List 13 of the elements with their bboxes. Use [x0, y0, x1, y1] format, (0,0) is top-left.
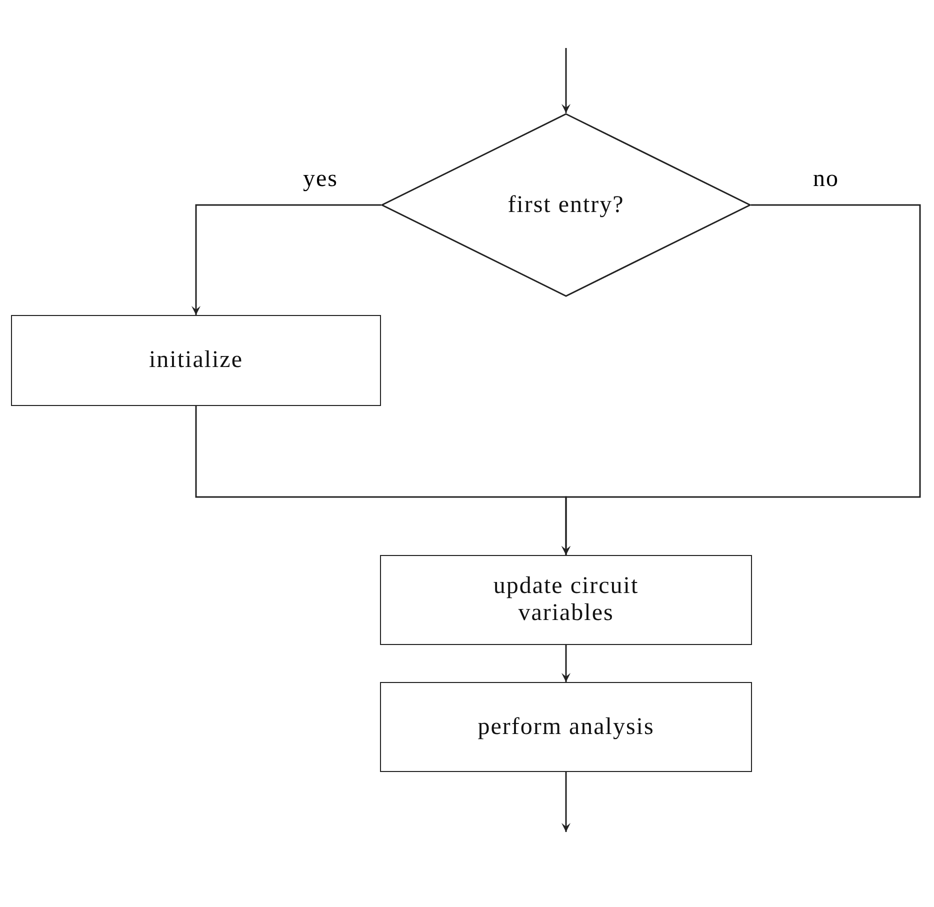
arrow: [562, 48, 570, 113]
arrow: [195, 406, 570, 555]
node-label: initialize: [149, 347, 243, 374]
decision-diamond: [381, 113, 751, 297]
process-box: [380, 555, 752, 645]
process-box: [380, 682, 752, 772]
arrow: [562, 772, 570, 832]
node-label: update circuit variables: [492, 573, 640, 627]
process-box: [11, 315, 381, 406]
arrow: [562, 645, 570, 682]
node-label: perform analysis: [478, 714, 654, 740]
node-label: first entry?: [508, 192, 624, 218]
arrow: [192, 204, 381, 315]
